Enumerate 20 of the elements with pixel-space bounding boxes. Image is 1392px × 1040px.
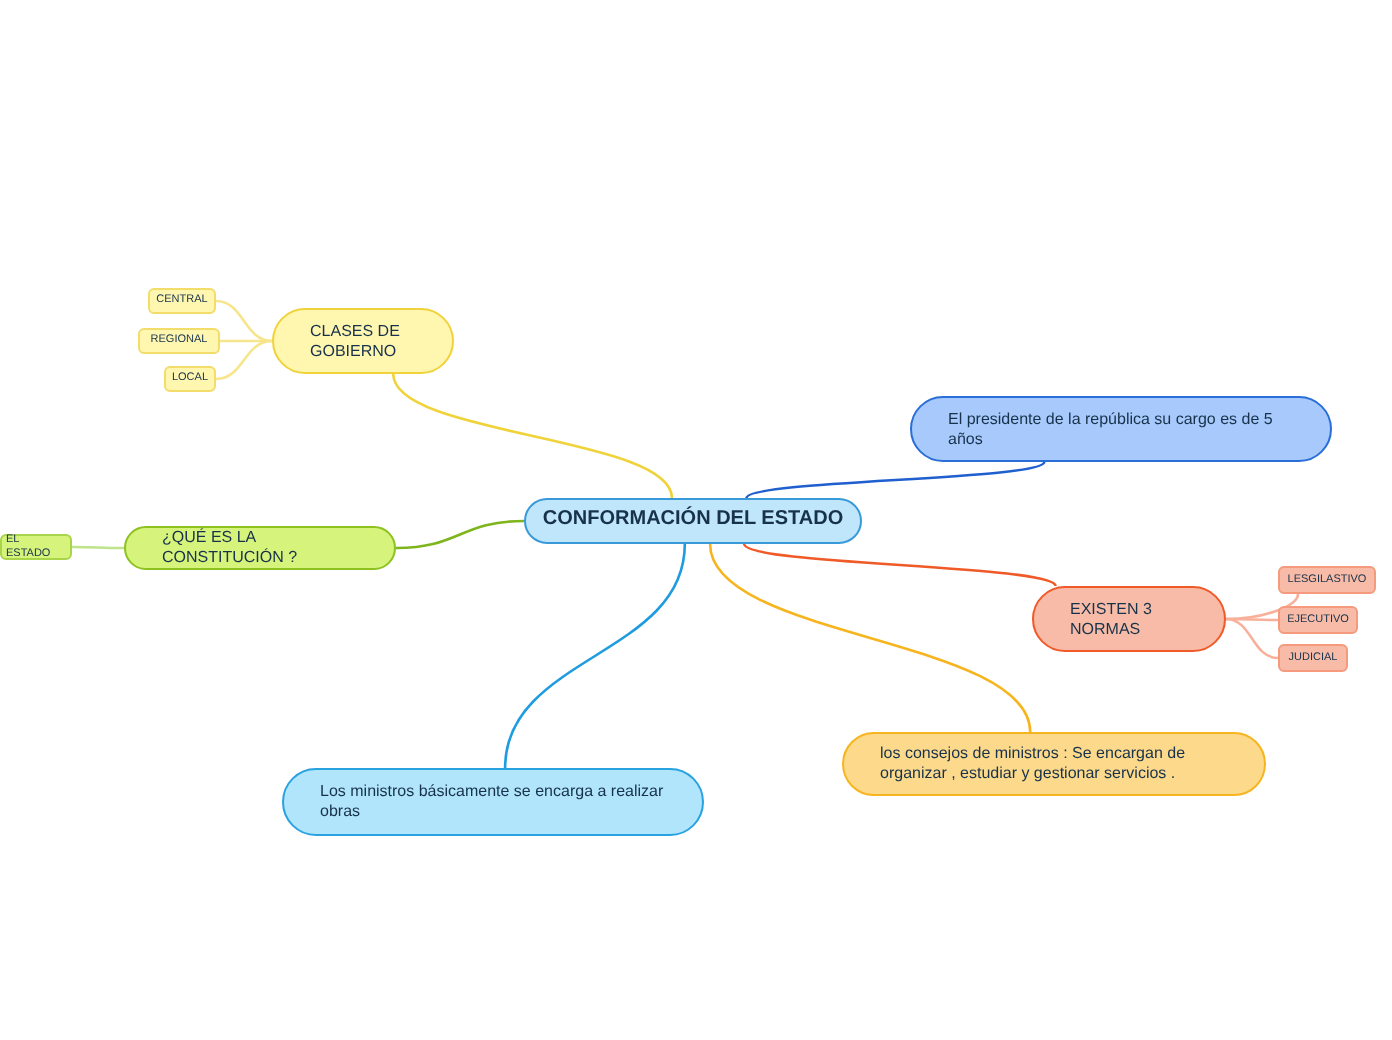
connector-line [215, 299, 273, 343]
topic-box: ¿QUÉ ES LA CONSTITUCIÓN ? [124, 526, 396, 570]
connector-line [1225, 593, 1300, 621]
topic-box: EXISTEN 3 NORMAS [1032, 586, 1226, 652]
topic-box: Los ministros básicamente se encarga a realizar obras [282, 768, 704, 836]
connector-line [1226, 617, 1278, 622]
connector-line [743, 542, 1057, 588]
topic-box: los consejos de ministros : Se encargan de organizar , estudiar y gestionar servicios . [842, 732, 1266, 796]
connector-line [503, 543, 687, 769]
connector-line [392, 373, 674, 499]
connector-line [220, 339, 272, 343]
topic-box: CLASES DE GOBIERNO [272, 308, 454, 374]
connector-line [708, 543, 1032, 733]
connector-line [1225, 617, 1279, 660]
topic-box: El presidente de la república su cargo es de 5 años [910, 396, 1332, 462]
connector-line [745, 460, 1045, 500]
connector-line [72, 545, 124, 550]
connector-line [215, 339, 273, 381]
connector-line [395, 519, 525, 550]
central-topic-box: CONFORMACIÓN DEL ESTADO [524, 498, 862, 544]
